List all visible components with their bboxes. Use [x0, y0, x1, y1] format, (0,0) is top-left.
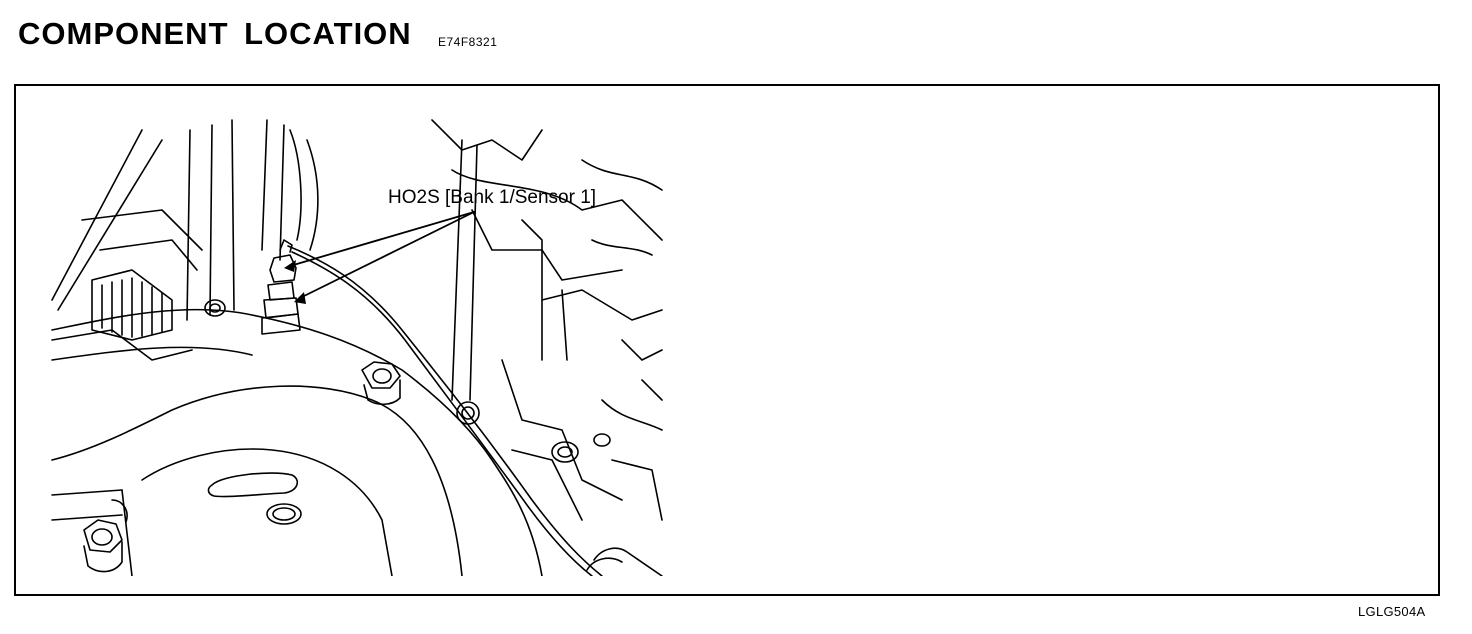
engine-illustration	[51, 119, 663, 576]
figure-code: LGLG504A	[1358, 604, 1426, 619]
figure-frame	[14, 84, 1440, 596]
page-title: COMPONENT LOCATION	[18, 16, 412, 51]
ho2s-callout-label: HO2S [Bank 1/Sensor 1]	[388, 187, 597, 208]
document-code: E74F8321	[438, 35, 498, 49]
